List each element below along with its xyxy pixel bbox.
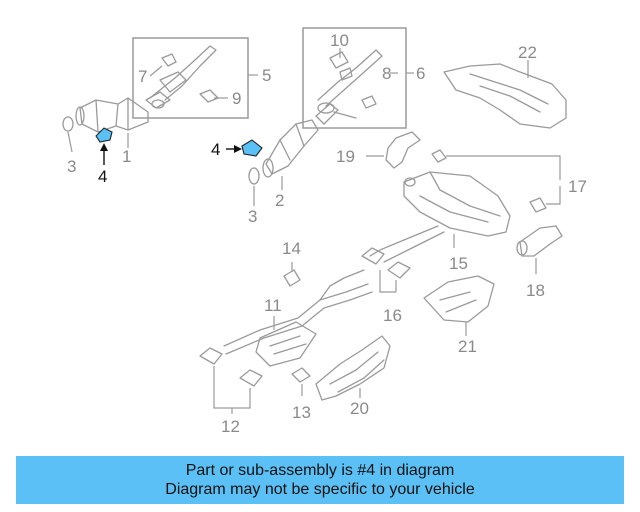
label-22: 22 — [518, 43, 537, 62]
label-20: 20 — [350, 399, 369, 418]
gasket-3-mid — [248, 167, 260, 185]
callout-box-6 — [302, 27, 407, 129]
muffler-15 — [369, 171, 511, 263]
center-pipe-11 — [223, 269, 373, 367]
heat-shield-22 — [443, 60, 567, 129]
label-11: 11 — [264, 296, 282, 315]
tailpipe-18 — [516, 225, 563, 274]
mounts-17 — [431, 149, 561, 213]
label-13: 13 — [292, 403, 311, 422]
label-4-mid: 4 — [211, 140, 220, 159]
heat-shield-21 — [423, 275, 495, 336]
clamps-16 — [361, 247, 411, 293]
label-9: 9 — [232, 89, 241, 108]
label-4-left: 4 — [98, 167, 107, 186]
label-14: 14 — [282, 239, 301, 258]
callout-box-5 — [132, 37, 249, 119]
info-banner: Part or sub-assembly is #4 in diagram Di… — [16, 456, 624, 504]
label-15: 15 — [449, 254, 468, 273]
label-3-left: 3 — [67, 157, 76, 176]
bracket-19 — [366, 131, 421, 169]
label-16: 16 — [383, 306, 402, 325]
clamp-13 — [291, 367, 311, 396]
label-21: 21 — [458, 337, 477, 356]
heat-shield-20 — [315, 335, 391, 401]
label-8: 8 — [382, 64, 391, 83]
clamps-12 — [199, 347, 263, 414]
label-12: 12 — [221, 417, 240, 436]
label-2: 2 — [275, 191, 284, 210]
left-converter-group — [62, 37, 258, 165]
label-7: 7 — [138, 67, 147, 86]
label-10: 10 — [330, 31, 349, 50]
part-4-mid-highlight — [241, 139, 263, 157]
gasket-3-left — [62, 116, 74, 132]
label-18: 18 — [526, 281, 545, 300]
label-17: 17 — [568, 177, 587, 196]
banner-line-2: Diagram may not be specific to your vehi… — [165, 481, 475, 498]
label-19: 19 — [336, 147, 355, 166]
banner-line-1: Part or sub-assembly is #4 in diagram — [185, 462, 455, 479]
exhaust-parts-diagram: 1 2 3 3 4 4 5 6 7 8 9 10 11 12 13 14 15 … — [62, 27, 587, 436]
label-3-mid: 3 — [248, 207, 257, 226]
label-1: 1 — [122, 147, 131, 166]
right-converter-group — [226, 27, 414, 206]
clamp-14 — [283, 262, 301, 287]
part-4-left-highlight — [95, 127, 113, 143]
label-6: 6 — [416, 64, 425, 83]
label-5: 5 — [262, 66, 271, 85]
part-number-labels: 1 2 3 3 4 4 5 6 7 8 9 10 11 12 13 14 15 … — [67, 31, 587, 436]
